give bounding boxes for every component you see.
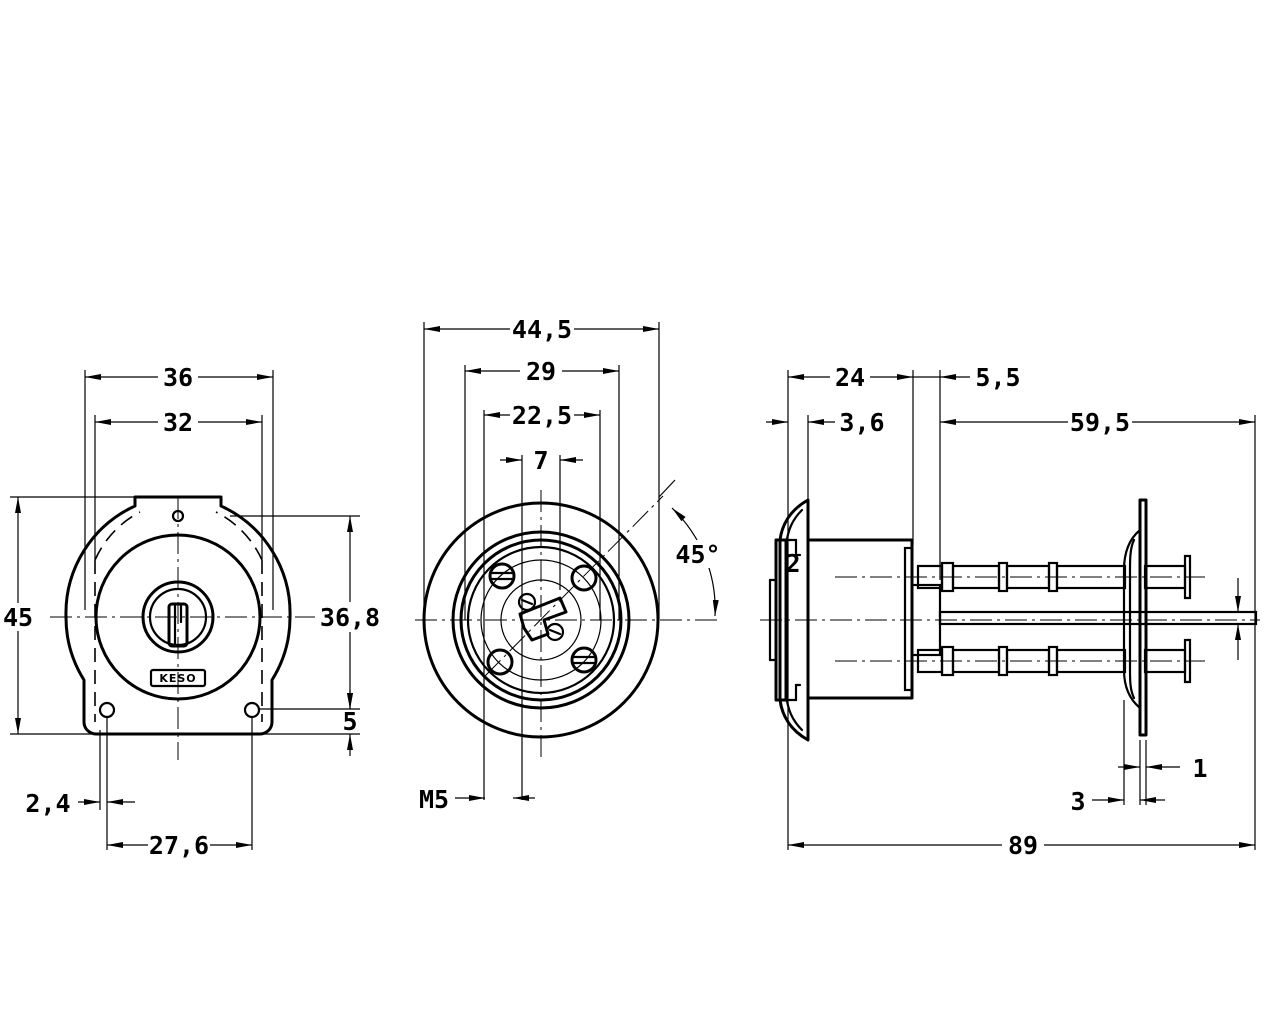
back-inner-circle xyxy=(500,579,582,661)
side-extension-lines xyxy=(787,370,1256,850)
dim-29: 29 xyxy=(526,357,556,386)
front-pin-hole xyxy=(171,509,185,523)
front-key-plug xyxy=(141,580,215,654)
side-cylinder-body xyxy=(806,538,914,700)
front-view: KESO 36 32 45 36,8 5 2,4 27,6 xyxy=(2,362,380,860)
side-back-plate xyxy=(1138,498,1148,737)
dim-3-6: 3,6 xyxy=(839,408,884,437)
side-view: 24 3,6 5,5 59,5 2 1 3 89 xyxy=(760,362,1260,860)
dim-89: 89 xyxy=(1008,831,1038,860)
back-screw-bottom-right xyxy=(570,646,598,674)
front-mount-hole-left xyxy=(98,701,116,719)
back-screw-bottom-left xyxy=(486,648,514,676)
svg-text:KESO: KESO xyxy=(159,672,196,685)
dim-27-6: 27,6 xyxy=(149,831,209,860)
dim-36: 36 xyxy=(163,363,193,392)
dim-angle-45: 45° xyxy=(675,540,720,569)
side-shaft xyxy=(938,610,1258,626)
dim-24: 24 xyxy=(835,363,865,392)
back-ring-1 xyxy=(451,530,631,710)
dim-1: 1 xyxy=(1192,754,1207,783)
back-screw-circle xyxy=(480,559,602,681)
back-screw-top-left xyxy=(488,562,516,590)
dim-2: 2 xyxy=(785,549,800,578)
front-mount-hole-right xyxy=(243,701,261,719)
back-ring-3 xyxy=(466,545,616,695)
back-view: 44,5 29 22,5 7 45° M5 xyxy=(415,314,721,814)
dim-36-8: 36,8 xyxy=(320,603,380,632)
keso-logo: KESO xyxy=(149,668,207,688)
dim-arc-ext xyxy=(658,479,676,498)
back-screw-top-right xyxy=(570,564,598,592)
dim-44-5: 44,5 xyxy=(512,315,572,344)
dim-2-4: 2,4 xyxy=(25,789,70,818)
dim-5: 5 xyxy=(342,707,357,736)
side-front-plate xyxy=(774,538,788,702)
dim-5-5: 5,5 xyxy=(975,363,1020,392)
side-rod-bottom xyxy=(916,638,1192,684)
side-rod-top xyxy=(916,554,1192,600)
dim-59-5: 59,5 xyxy=(1070,408,1130,437)
front-cylinder-face xyxy=(94,533,262,701)
dim-3: 3 xyxy=(1070,787,1085,816)
dim-45: 45 xyxy=(3,603,33,632)
dim-m5: M5 xyxy=(419,785,449,814)
back-ring-2 xyxy=(459,538,623,702)
dim-7: 7 xyxy=(533,446,548,475)
dim-32: 32 xyxy=(163,408,193,437)
front-keyway xyxy=(167,602,189,648)
back-cam-mechanism xyxy=(517,592,568,642)
dim-22-5: 22,5 xyxy=(512,401,572,430)
front-extension-lines xyxy=(10,370,360,850)
back-extension-lines xyxy=(423,322,660,800)
